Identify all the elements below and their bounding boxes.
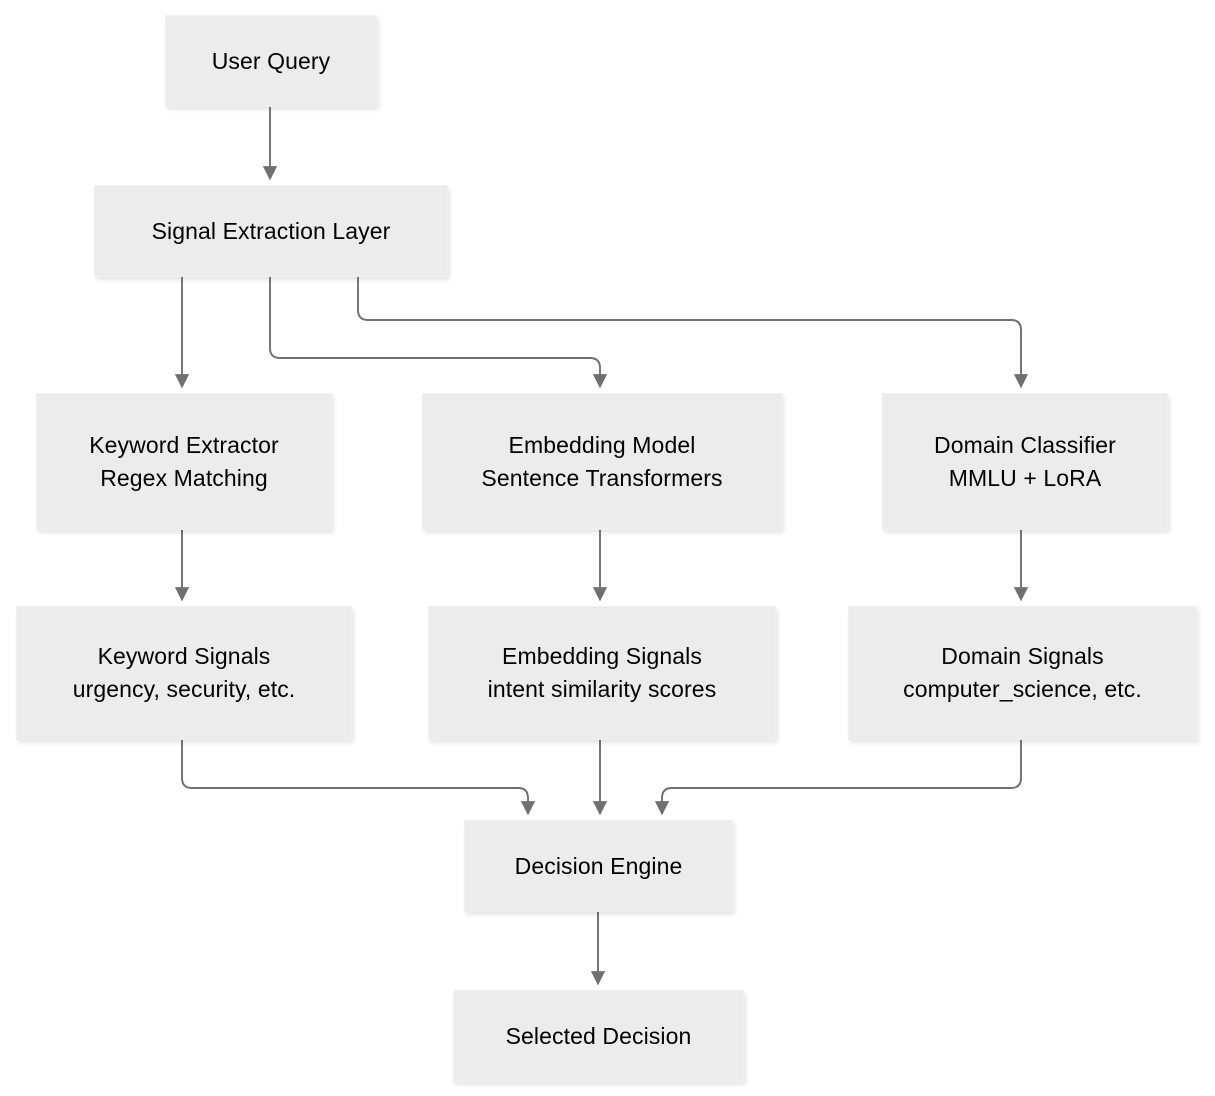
edge-domain-signals-to-decision-engine xyxy=(654,740,1022,816)
node-user-query[interactable]: User Query xyxy=(165,15,377,107)
node-signal-extraction-layer-label: Signal Extraction Layer xyxy=(151,217,391,244)
node-embedding-signals[interactable]: Embedding Signals intent similarity scor… xyxy=(428,606,776,740)
node-embedding-signals-sublabel: intent similarity scores xyxy=(487,676,717,702)
node-keyword-extractor[interactable]: Keyword Extractor Regex Matching xyxy=(36,393,332,530)
node-signal-extraction-layer[interactable]: Signal Extraction Layer xyxy=(94,185,448,277)
node-selected-decision[interactable]: Selected Decision xyxy=(453,990,744,1082)
node-domain-signals-sublabel: computer_science, etc. xyxy=(903,676,1142,702)
node-keyword-signals-sublabel: urgency, security, etc. xyxy=(72,676,296,702)
node-decision-engine[interactable]: Decision Engine xyxy=(464,820,733,912)
node-keyword-signals-label: Keyword Signals xyxy=(97,643,271,670)
edge-keyword-signals-to-decision-engine xyxy=(181,740,536,816)
node-domain-signals[interactable]: Domain Signals computer_science, etc. xyxy=(848,606,1197,740)
node-embedding-model-sublabel: Sentence Transformers xyxy=(481,464,723,491)
node-keyword-extractor-sublabel: Regex Matching xyxy=(100,464,268,491)
node-embedding-signals-label: Embedding Signals xyxy=(502,643,702,670)
node-domain-classifier-sublabel: MMLU + LoRA xyxy=(948,464,1102,491)
node-user-query-label: User Query xyxy=(211,47,331,74)
node-selected-decision-label: Selected Decision xyxy=(505,1022,692,1049)
node-domain-classifier[interactable]: Domain Classifier MMLU + LoRA xyxy=(882,393,1168,530)
node-keyword-signals[interactable]: Keyword Signals urgency, security, etc. xyxy=(16,606,352,740)
node-decision-engine-label: Decision Engine xyxy=(514,852,683,879)
node-embedding-model[interactable]: Embedding Model Sentence Transformers xyxy=(422,393,782,530)
node-domain-classifier-label: Domain Classifier xyxy=(934,431,1116,458)
node-domain-signals-label: Domain Signals xyxy=(941,643,1104,670)
edge-signal-extraction-to-domain-classifier xyxy=(357,277,1029,389)
node-keyword-extractor-label: Keyword Extractor xyxy=(89,431,279,458)
node-embedding-model-label: Embedding Model xyxy=(508,431,696,458)
edge-signal-extraction-to-embedding-model xyxy=(269,277,608,389)
